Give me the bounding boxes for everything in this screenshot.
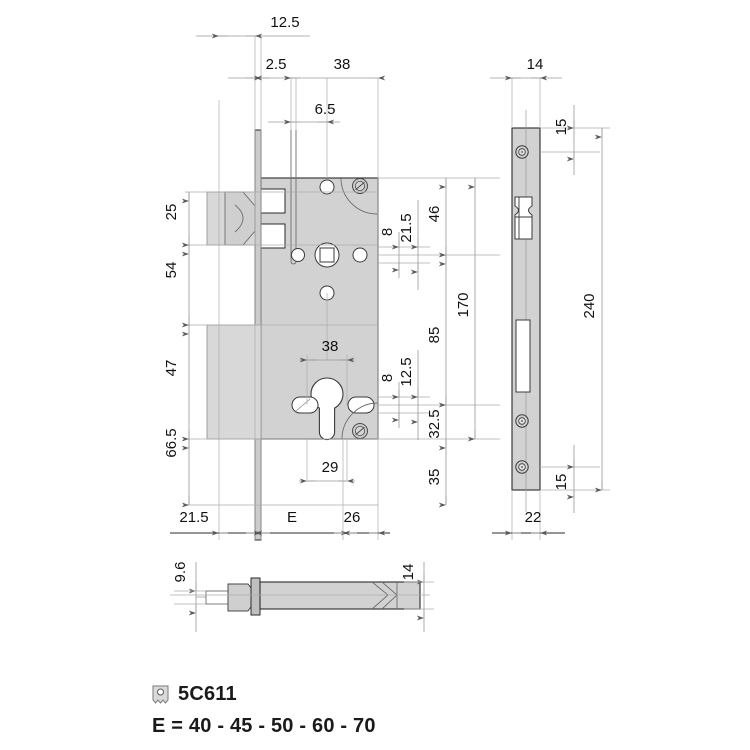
dim-8-lower: 8 <box>379 374 396 382</box>
dim-32-5: 32.5 <box>426 409 443 438</box>
latch-bolt-detail <box>170 577 430 616</box>
dimension-labels: 12.5 2.5 38 6.5 14 25 54 47 66.5 9.6 8 2… <box>163 14 598 582</box>
dim-E: E <box>287 509 297 526</box>
dim-54: 54 <box>163 262 180 279</box>
front-view-extension-lines <box>185 36 500 540</box>
side-view-faceplate <box>511 110 541 512</box>
dim-29: 29 <box>322 459 339 476</box>
dim-38-top: 38 <box>334 56 351 73</box>
dim-25: 25 <box>163 204 180 221</box>
dim-12-5: 12.5 <box>270 14 299 31</box>
top-dimension-lines <box>196 33 386 125</box>
side-view-dimension-lines <box>490 75 603 536</box>
dim-9-6: 9.6 <box>172 562 189 583</box>
dim-66-5: 66.5 <box>163 428 180 457</box>
dim-46: 46 <box>426 206 443 223</box>
dim-21-5-base: 21.5 <box>179 509 208 526</box>
dim-2-5: 2.5 <box>266 56 287 73</box>
dim-47: 47 <box>163 360 180 377</box>
dim-38-lower: 38 <box>322 338 339 355</box>
euro-cylinder-cutout <box>291 377 375 441</box>
right-dimension-lines <box>391 178 476 508</box>
dim-14-side: 14 <box>527 56 544 73</box>
dim-15-bottom: 15 <box>553 474 570 491</box>
dim-21-5: 21.5 <box>398 213 415 242</box>
dim-8-upper: 8 <box>379 228 396 236</box>
front-view-lock-body <box>206 129 379 541</box>
bottom-dimension-lines <box>170 357 390 540</box>
dim-35: 35 <box>426 469 443 486</box>
dim-85: 85 <box>426 327 443 344</box>
dim-22: 22 <box>525 509 542 526</box>
dim-6-5: 6.5 <box>315 101 336 118</box>
dim-12-5-lower: 12.5 <box>398 357 415 386</box>
dim-15-top: 15 <box>553 119 570 136</box>
latch-detail-dimension-lines <box>174 562 434 632</box>
dim-26: 26 <box>344 509 361 526</box>
dim-170: 170 <box>455 292 472 317</box>
dim-14-latch: 14 <box>400 564 417 581</box>
dim-240: 240 <box>581 293 598 318</box>
